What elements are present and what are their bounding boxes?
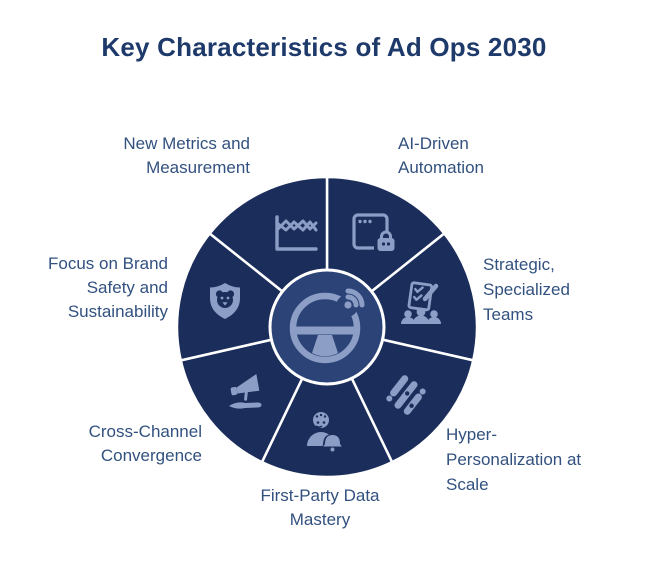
checklist-team-icon [401, 281, 441, 324]
sliders-icon [386, 375, 426, 415]
line-chart-icon [275, 215, 318, 251]
page-title: Key Characteristics of Ad Ops 2030 [101, 32, 547, 62]
segment-label-first-party-data: First-Party Data Mastery [260, 486, 380, 529]
browser-lock-icon [352, 213, 397, 253]
segment-label-hyper-personalization: Hyper- Personalization at Scale [446, 425, 582, 494]
segment-label-brand-safety: Focus on Brand Safety and Sustainability [47, 254, 168, 321]
steering-wheel-connected-icon [289, 288, 365, 364]
wedge-first-party-data [260, 325, 394, 479]
shield-bear-icon [210, 283, 240, 319]
person-bell-icon [307, 412, 344, 452]
segment-label-strategic-teams: Strategic, Specialized Teams [483, 255, 570, 324]
megaphone-hand-icon [229, 373, 262, 409]
segment-label-new-metrics: New Metrics and Measurement [123, 134, 250, 177]
segment-label-ai-driven-automation: AI-Driven Automation [398, 134, 484, 177]
segment-label-cross-channel: Cross-Channel Convergence [88, 422, 202, 465]
